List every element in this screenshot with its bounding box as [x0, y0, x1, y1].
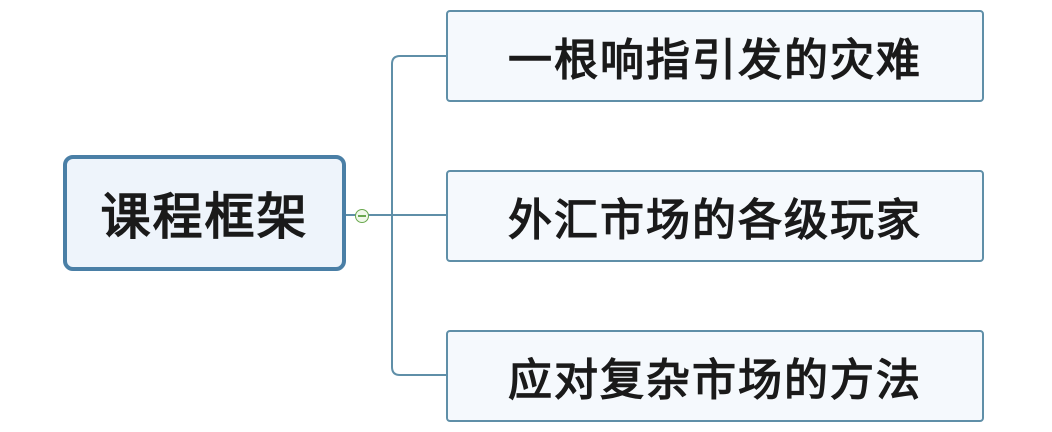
branch-topic-2[interactable]: 外汇市场的各级玩家	[446, 170, 984, 262]
branch-topic-label: 应对复杂市场的方法	[508, 355, 922, 406]
branch-topic-3[interactable]: 应对复杂市场的方法	[446, 330, 984, 422]
root-topic-node[interactable]: 课程框架	[63, 155, 346, 271]
connector-branch-1	[391, 55, 446, 215]
root-topic-label: 课程框架	[100, 188, 309, 246]
branch-topic-1[interactable]: 一根响指引发的灾难	[446, 10, 984, 102]
branch-topic-label: 一根响指引发的灾难	[508, 35, 922, 86]
connector-branch-3	[391, 215, 446, 376]
branch-topic-label: 外汇市场的各级玩家	[508, 195, 922, 246]
collapse-minus-icon[interactable]	[355, 209, 369, 223]
